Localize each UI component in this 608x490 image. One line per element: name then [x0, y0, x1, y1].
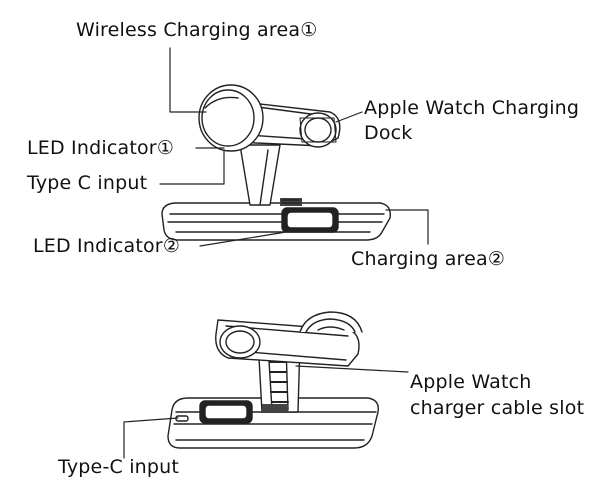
leader-type-c-top [159, 149, 225, 185]
top-wireless-charger-disk [198, 84, 264, 152]
label-cable-slot-line1: Apple Watch [410, 371, 532, 393]
leader-lines [123, 47, 429, 459]
top-base-plate [161, 202, 391, 241]
led-indicator-2-dot [283, 225, 289, 231]
top-watch-charger [299, 112, 337, 148]
top-charging-pad [281, 207, 339, 233]
label-charging-area-2: Charging area② [351, 248, 506, 270]
label-type-c-input-top: Type C input [27, 172, 148, 194]
leader-wireless-charging-area [169, 47, 207, 113]
leader-cable-slot [295, 365, 409, 373]
label-cable-slot-line2: charger cable slot [410, 397, 585, 419]
label-apple-watch-dock-line2: Dock [364, 122, 413, 144]
leader-led-indicator-2 [199, 231, 287, 247]
top-cable-slot [280, 198, 302, 206]
label-type-c-input-bottom: Type-C input [58, 456, 180, 478]
label-led-indicator-1: LED Indicator① [27, 137, 175, 159]
leader-watch-dock [335, 111, 363, 123]
label-led-indicator-2: LED Indicator② [33, 235, 181, 257]
bottom-wireless-charger-disk [299, 311, 363, 333]
leader-charging-area-2 [385, 209, 429, 245]
label-apple-watch-dock-line1: Apple Watch Charging [364, 97, 580, 119]
bottom-watch-charger [219, 325, 261, 359]
leader-type-c-bottom [123, 417, 179, 459]
top-stand-column [239, 144, 281, 206]
label-wireless-charging-area: Wireless Charging area① [76, 19, 318, 41]
bottom-charging-pad [199, 400, 253, 424]
